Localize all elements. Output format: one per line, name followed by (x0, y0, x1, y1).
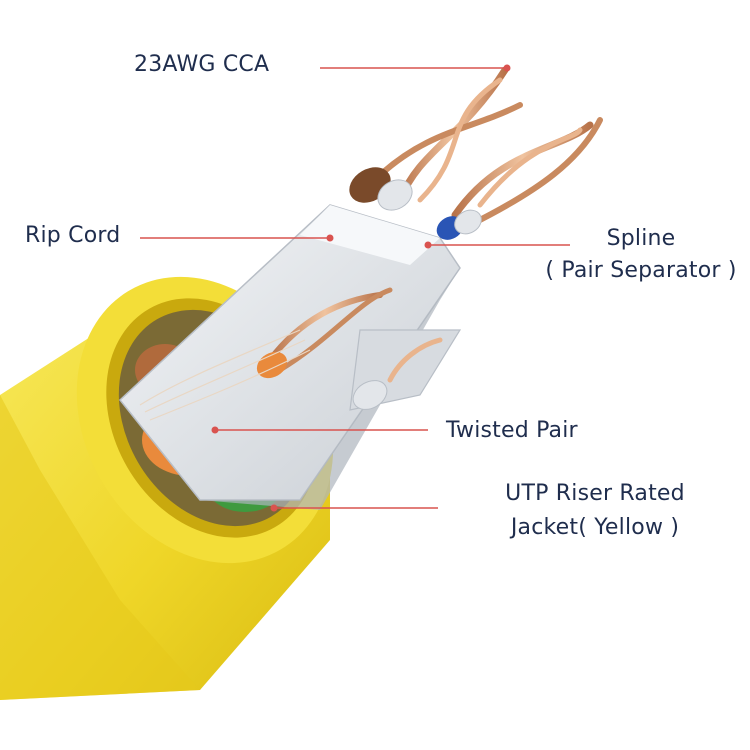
label-rip-cord: Rip Cord (25, 223, 121, 248)
leader-jacket-dot (270, 504, 278, 512)
label-spline-title: Spline (606, 226, 676, 251)
leader-rip-cord-dot (326, 234, 334, 242)
leader-spline-dot (424, 241, 432, 249)
label-conductor: 23AWG CCA (134, 52, 270, 77)
leader-lines (140, 64, 570, 512)
label-jacket-line2: Jacket( Yellow ) (510, 515, 680, 540)
leader-conductor-dot (503, 64, 511, 72)
label-spline: Spline ( Pair Separator ) (536, 223, 746, 287)
label-spline-subtitle: ( Pair Separator ) (545, 258, 737, 283)
leader-twisted-pair-dot (211, 426, 219, 434)
copper-conductors (267, 66, 603, 383)
label-jacket: UTP Riser Rated Jacket( Yellow ) (470, 477, 720, 545)
label-twisted-pair: Twisted Pair (446, 418, 578, 443)
label-jacket-line1: UTP Riser Rated (505, 481, 685, 506)
rip-cord (139, 329, 311, 421)
